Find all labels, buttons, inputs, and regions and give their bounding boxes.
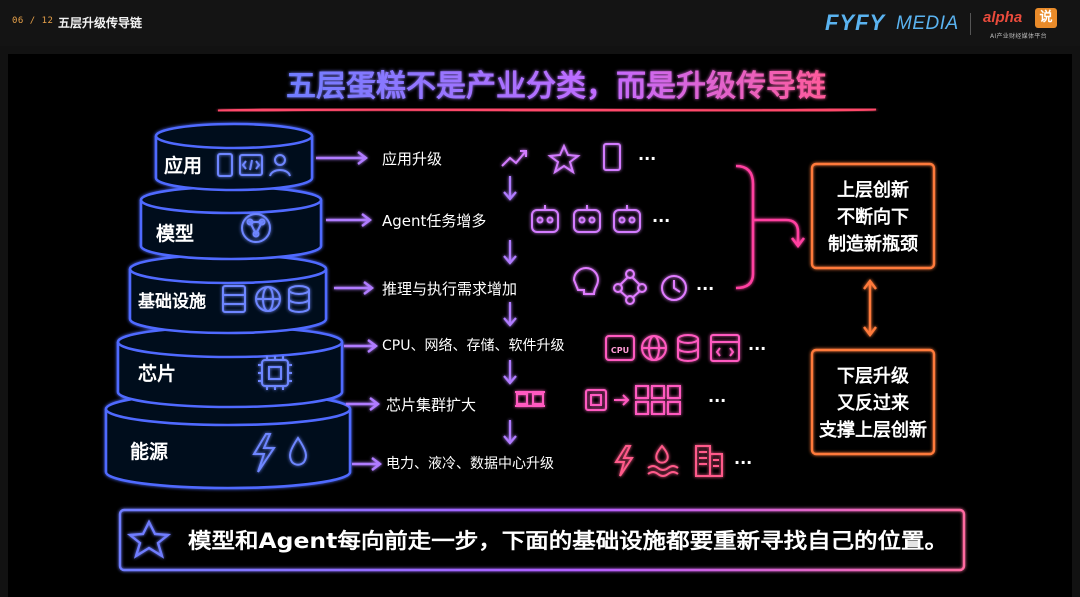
step-label-energy: 电力、液冷、数据中心升级 bbox=[386, 456, 554, 472]
step-ellipsis: ··· bbox=[734, 453, 752, 472]
user-icon bbox=[269, 154, 291, 177]
building-icon bbox=[695, 445, 723, 477]
brand-divider bbox=[970, 13, 971, 35]
lower-box-line: 支撑上层创新 bbox=[818, 419, 927, 441]
lower-box-line: 下层升级 bbox=[837, 365, 910, 387]
robot-icon bbox=[613, 205, 641, 233]
slide-drawing: 五层蛋糕不是产业分类，而是升级传导链 应用 模型 bbox=[104, 69, 966, 572]
upper-bracket bbox=[735, 164, 806, 290]
slide-headline: 五层蛋糕不是产业分类，而是升级传导链 bbox=[286, 69, 826, 104]
upper-box-line: 不断向下 bbox=[837, 206, 909, 228]
step-ellipsis: ··· bbox=[696, 279, 714, 298]
alpha-badge: 说 bbox=[1035, 8, 1057, 28]
step-ellipsis: ··· bbox=[748, 339, 766, 358]
star-icon bbox=[547, 143, 581, 175]
cake-layer-infrastructure bbox=[128, 253, 328, 335]
page-title: 五层升级传导链 bbox=[58, 16, 143, 30]
step-down-arrows bbox=[503, 176, 517, 445]
robot-icon bbox=[573, 205, 601, 233]
layer-label-energy: 能源 bbox=[130, 440, 168, 463]
step-ellipsis: ··· bbox=[652, 211, 670, 230]
water-cooling-icon bbox=[647, 444, 679, 477]
step-ellipsis: ··· bbox=[708, 391, 726, 410]
cake-layer-model bbox=[139, 185, 323, 261]
globe-icon bbox=[255, 286, 281, 312]
lower-box-line: 又反过来 bbox=[836, 392, 910, 414]
step-label-inference: 推理与执行需求增加 bbox=[382, 280, 517, 298]
robot-icon bbox=[531, 205, 559, 233]
step-database-icon bbox=[677, 334, 699, 362]
phone-icon bbox=[217, 153, 233, 177]
cake-stack bbox=[104, 122, 352, 490]
neural-network-icon bbox=[241, 213, 271, 243]
cluster-arrow-icon bbox=[614, 394, 630, 406]
lower-upgrade-box bbox=[810, 348, 936, 456]
top-bar: 06 / 12 五层升级传导链 FYFY MEDIA alpha 说 AI产业财… bbox=[0, 0, 1080, 46]
network-nodes-icon bbox=[613, 269, 647, 305]
step-label-cpu: CPU、网络、存储、软件升级 bbox=[382, 338, 564, 354]
chip-cluster-icon bbox=[635, 385, 681, 415]
upper-box-line: 上层创新 bbox=[837, 179, 909, 201]
trend-up-icon bbox=[501, 150, 527, 167]
star-icon bbox=[126, 519, 172, 559]
cpu-icon-label: CPU bbox=[611, 346, 629, 355]
layer-label-app: 应用 bbox=[164, 154, 202, 177]
step-label-agent: Agent任务增多 bbox=[382, 212, 486, 230]
step-label-chip-cluster: 芯片集群扩大 bbox=[386, 396, 476, 414]
step-chip-icon bbox=[585, 389, 607, 411]
cake-layer-chip bbox=[116, 325, 344, 409]
layer-label-model: 模型 bbox=[156, 222, 194, 245]
upper-box-line: 制造新瓶颈 bbox=[828, 233, 918, 255]
step-lightning-icon bbox=[614, 445, 634, 477]
step-ellipsis: ··· bbox=[638, 149, 656, 168]
chip-icon bbox=[258, 356, 292, 390]
cake-layer-app bbox=[154, 122, 314, 192]
headline-underline bbox=[217, 107, 877, 113]
clock-doc-icon bbox=[661, 275, 687, 301]
footer-text: 模型和Agent每向前走一步，下面的基础设施都要重新寻找自己的位置。 bbox=[188, 529, 948, 553]
lightning-icon bbox=[252, 433, 276, 473]
layer-label-infrastructure: 基础设施 bbox=[137, 291, 206, 312]
layer-arrows bbox=[316, 151, 382, 471]
alpha-logo: alpha bbox=[983, 9, 1023, 26]
brain-icon bbox=[572, 267, 600, 295]
slide-canvas: 五层蛋糕不是产业分类，而是升级传导链 应用 模型 bbox=[8, 54, 1072, 597]
media-logo: MEDIA bbox=[896, 13, 959, 34]
code-window-icon bbox=[710, 334, 740, 362]
step-phone-icon bbox=[603, 143, 621, 171]
step-chip-icon bbox=[515, 391, 545, 407]
droplet-icon bbox=[289, 436, 307, 466]
cpu-icon bbox=[605, 335, 635, 361]
database-icon bbox=[288, 285, 310, 313]
alpha-subtitle: AI产业财经媒体平台 bbox=[990, 33, 1047, 40]
footer-banner bbox=[118, 508, 966, 572]
page-indicator: 06 / 12 bbox=[12, 16, 54, 26]
step-globe-icon bbox=[641, 335, 667, 361]
layer-label-chip: 芯片 bbox=[138, 362, 176, 385]
code-icon bbox=[239, 154, 263, 176]
double-arrow-icon bbox=[863, 279, 877, 337]
server-icon bbox=[222, 285, 246, 313]
upper-innovation-box bbox=[810, 162, 936, 270]
fyfy-logo: FYFY bbox=[825, 10, 886, 35]
step-label-app: 应用升级 bbox=[382, 150, 442, 168]
